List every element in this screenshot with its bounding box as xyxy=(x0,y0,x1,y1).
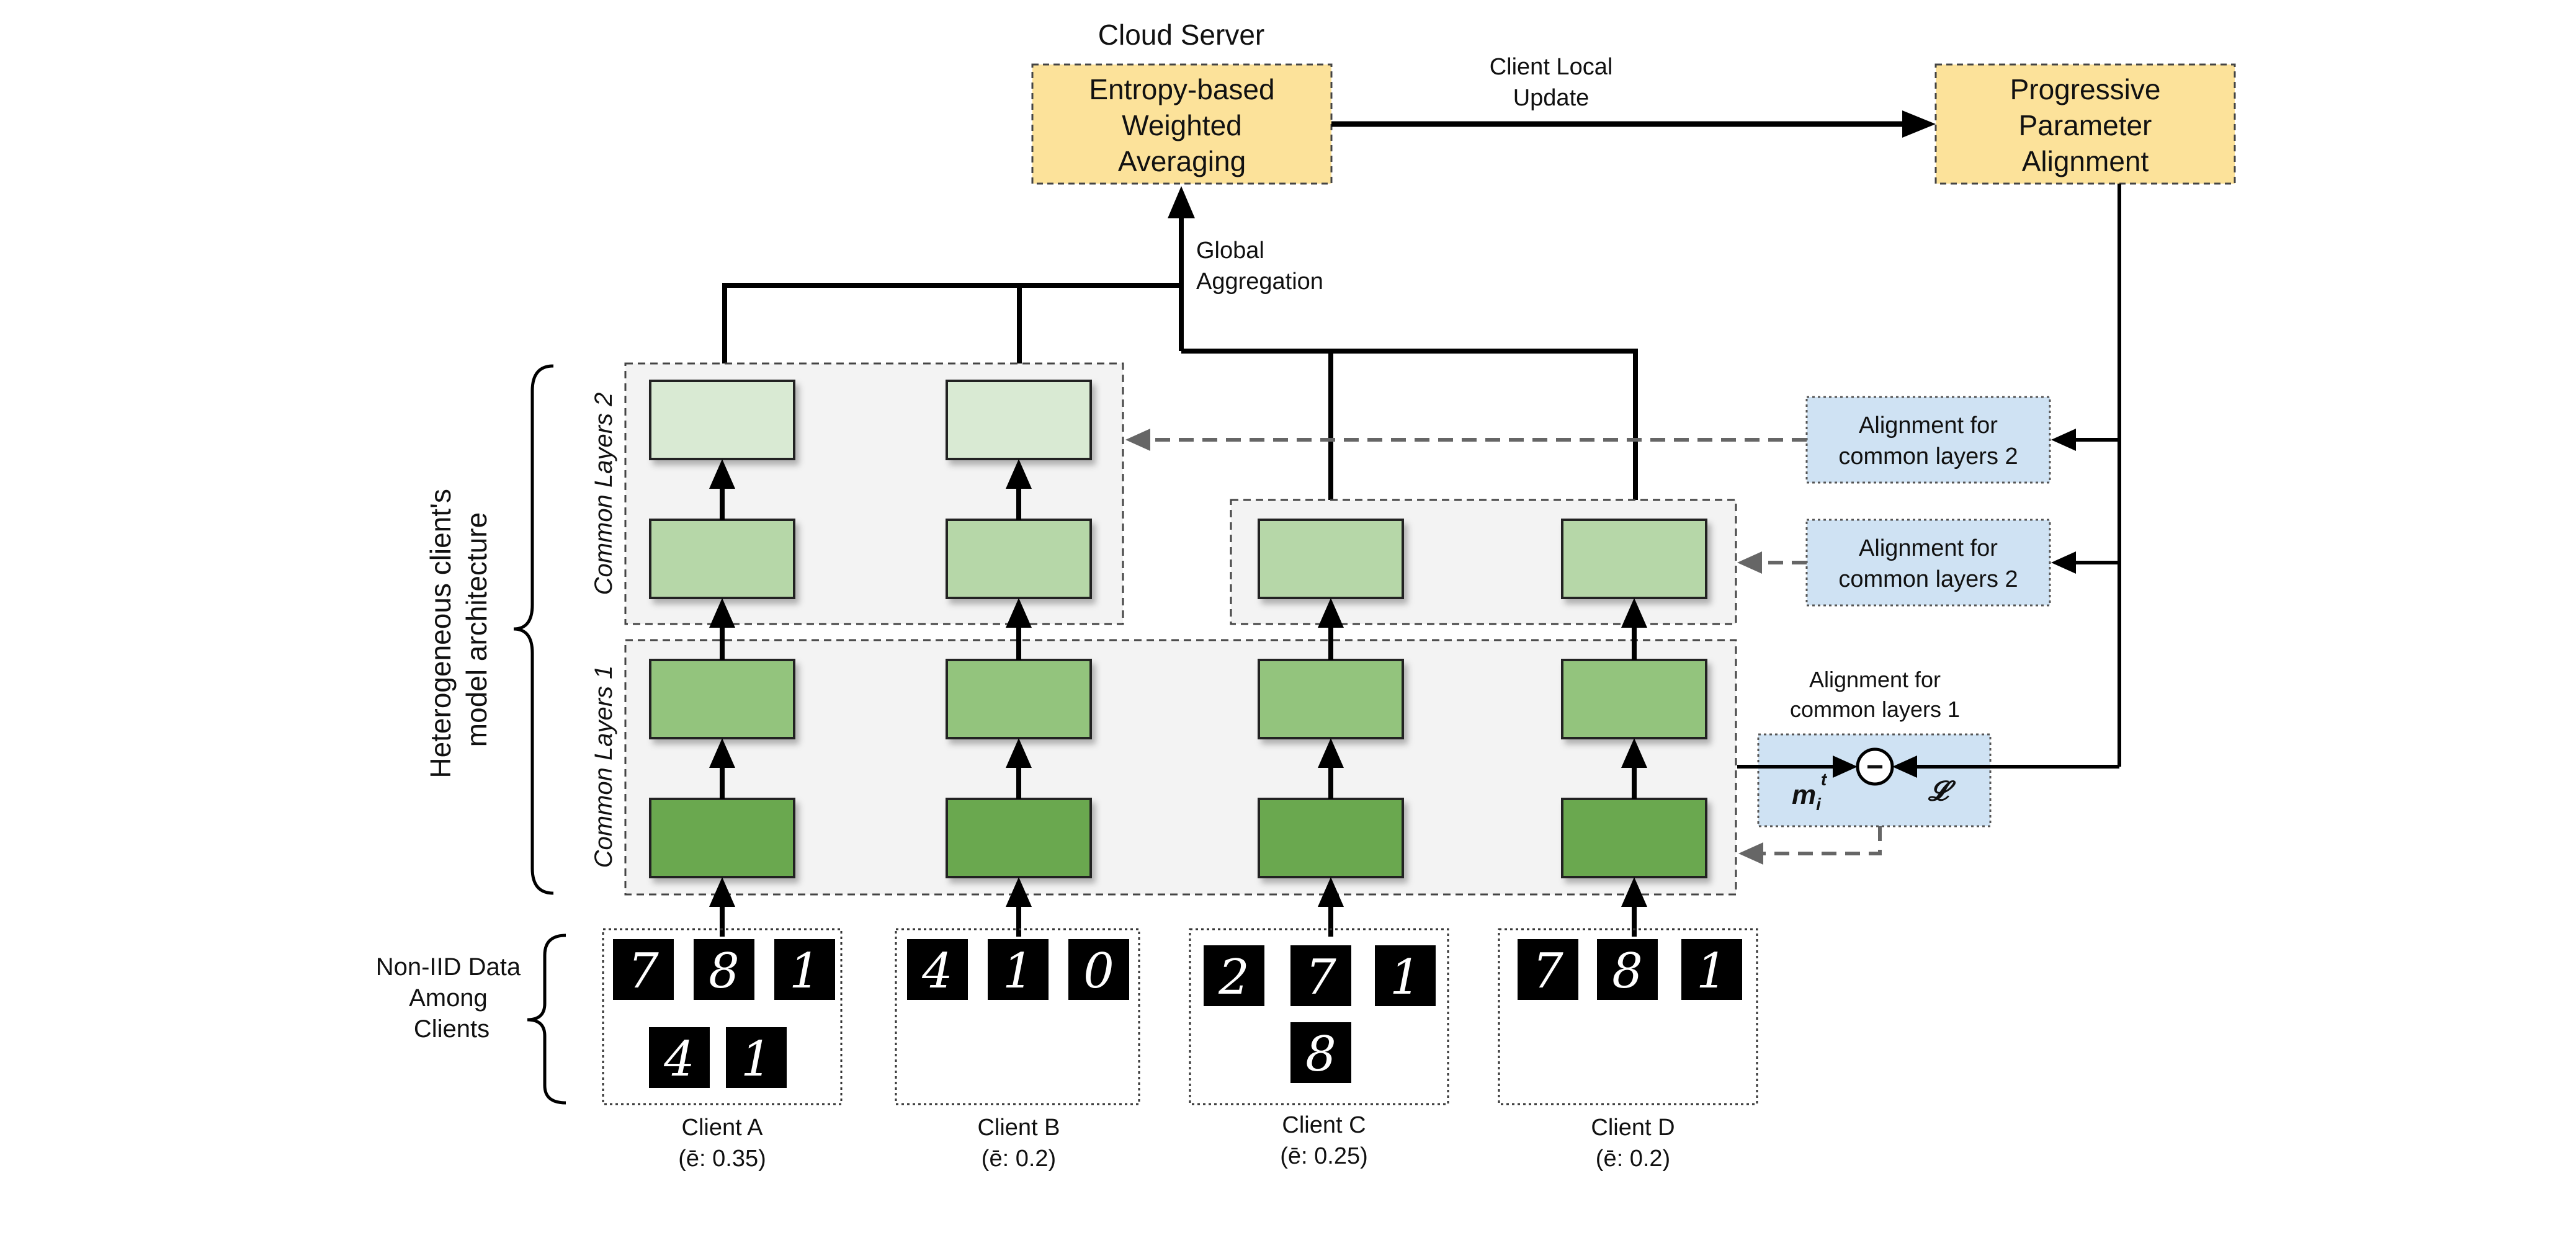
entropy-weighted-averaging-box: Entropy-based Weighted Averaging xyxy=(1031,63,1333,185)
svg-text:2: 2 xyxy=(1218,950,1250,1005)
layer-block xyxy=(1258,519,1404,599)
digit-image xyxy=(1068,939,1129,1000)
svg-text:Update: Update xyxy=(1513,85,1590,111)
svg-text:Alignment for: Alignment for xyxy=(1859,535,1998,561)
momentum-symbol: mit xyxy=(1792,770,1828,814)
svg-text:0: 0 xyxy=(1083,943,1114,999)
alignment-cl1-title: Alignment for xyxy=(1809,667,1941,692)
svg-text:Averaging: Averaging xyxy=(1118,145,1246,177)
digit-image xyxy=(726,1027,787,1088)
digit-image xyxy=(988,939,1049,1000)
svg-text:8: 8 xyxy=(1612,943,1643,999)
alignment-cl2-mid-box: Alignment for common layers 2 xyxy=(1805,519,2051,607)
svg-text:8: 8 xyxy=(709,943,740,999)
svg-text:Weighted: Weighted xyxy=(1122,109,1242,141)
svg-text:Aggregation: Aggregation xyxy=(1196,269,1323,295)
layer-block xyxy=(1258,659,1404,739)
client-b-data: 4 1 0 xyxy=(895,928,1140,1105)
client-c-model xyxy=(1258,519,1404,878)
svg-text:Alignment for: Alignment for xyxy=(1859,412,1998,439)
progressive-parameter-alignment-box: Progressive Parameter Alignment xyxy=(1934,63,2236,185)
data-brace xyxy=(527,934,566,1105)
client-a-label: Client A xyxy=(682,1115,764,1141)
layer-flow-arrows xyxy=(709,459,1647,937)
digit-image xyxy=(1290,945,1351,1006)
layer-block xyxy=(649,380,795,460)
common-layers-2-label: Common Layers 2 xyxy=(590,393,617,595)
client-d-entropy: (ē: 0.2) xyxy=(1596,1146,1670,1172)
client-b-label: Client B xyxy=(977,1115,1060,1141)
svg-text:Global: Global xyxy=(1196,238,1264,264)
digit-image xyxy=(774,939,835,1000)
layer-block xyxy=(946,380,1092,460)
layer-block xyxy=(649,798,795,878)
svg-text:1: 1 xyxy=(1003,943,1034,999)
layer-block xyxy=(946,659,1092,739)
layer-block xyxy=(946,519,1092,599)
digit-image xyxy=(1204,945,1264,1006)
digit-image xyxy=(1375,945,1436,1006)
svg-text:Progressive: Progressive xyxy=(2010,73,2161,105)
digit-image xyxy=(1518,939,1578,1000)
non-iid-data-label: Non-IID Data Among Clients xyxy=(376,953,528,1043)
layer-block xyxy=(946,798,1092,878)
svg-text:Alignment: Alignment xyxy=(2022,145,2149,177)
cloud-server-title: Cloud Server xyxy=(1098,19,1264,51)
client-a-model xyxy=(649,380,795,878)
architecture-brace xyxy=(513,364,554,895)
digit-image xyxy=(613,939,674,1000)
client-b-model xyxy=(946,380,1092,878)
client-d-model xyxy=(1561,519,1707,878)
client-c-label: Client C xyxy=(1282,1112,1366,1138)
common-layers-1-label: Common Layers 1 xyxy=(590,666,617,868)
svg-text:4: 4 xyxy=(921,943,953,999)
digit-image xyxy=(1597,939,1658,1000)
client-c-entropy: (ē: 0.25) xyxy=(1280,1143,1368,1169)
client-c-data: 2 7 1 8 xyxy=(1189,928,1449,1105)
client-d-label: Client D xyxy=(1591,1115,1675,1141)
client-a-entropy: (ē: 0.35) xyxy=(678,1146,766,1172)
digit-image xyxy=(1290,1022,1351,1083)
svg-text:1: 1 xyxy=(789,943,820,999)
layer-block xyxy=(1561,798,1707,878)
svg-text:7: 7 xyxy=(1532,943,1563,999)
layer-block xyxy=(1258,798,1404,878)
svg-text:4: 4 xyxy=(663,1032,695,1087)
svg-text:1: 1 xyxy=(1696,943,1727,999)
architecture-brace-label: Heterogeneous client's model architectur… xyxy=(424,481,493,778)
client-local-update-arrow: Client Local Update xyxy=(1331,54,1936,138)
alignment-dashed-arrows xyxy=(1125,429,1882,865)
alignment-cl1-box: − mit 𝓛 xyxy=(1757,733,1992,827)
digit-image xyxy=(907,939,968,1000)
digit-image xyxy=(694,939,754,1000)
svg-text:1: 1 xyxy=(741,1032,772,1087)
svg-text:Parameter: Parameter xyxy=(2019,109,2152,141)
layer-block xyxy=(649,659,795,739)
svg-text:7: 7 xyxy=(1305,950,1336,1005)
common-layers-1-group xyxy=(624,639,1737,896)
alignment-cl2-top-box: Alignment for common layers 2 xyxy=(1805,396,2051,484)
digit-image xyxy=(1681,939,1742,1000)
client-b-entropy: (ē: 0.2) xyxy=(982,1146,1056,1172)
client-d-data: 7 8 1 xyxy=(1498,928,1758,1105)
svg-text:common layers 2: common layers 2 xyxy=(1838,443,2018,470)
client-a-data: 7 8 1 4 1 xyxy=(602,928,843,1105)
svg-text:common layers 2: common layers 2 xyxy=(1838,566,2018,592)
digit-image xyxy=(649,1027,710,1088)
layer-block xyxy=(1561,519,1707,599)
svg-text:Entropy-based: Entropy-based xyxy=(1089,73,1274,105)
minus-operator-glyph: − xyxy=(1866,751,1884,783)
svg-text:1: 1 xyxy=(1390,950,1421,1005)
svg-text:8: 8 xyxy=(1305,1027,1336,1082)
layer-block xyxy=(1561,659,1707,739)
svg-text:7: 7 xyxy=(628,943,659,999)
alignment-cl1-title-line2: common layers 1 xyxy=(1790,697,1960,722)
svg-text:Client Local: Client Local xyxy=(1490,54,1613,80)
layer-block xyxy=(649,519,795,599)
alignment-cl1-arrows xyxy=(1737,755,2119,778)
alignment-branch-arrows xyxy=(2051,429,2119,574)
